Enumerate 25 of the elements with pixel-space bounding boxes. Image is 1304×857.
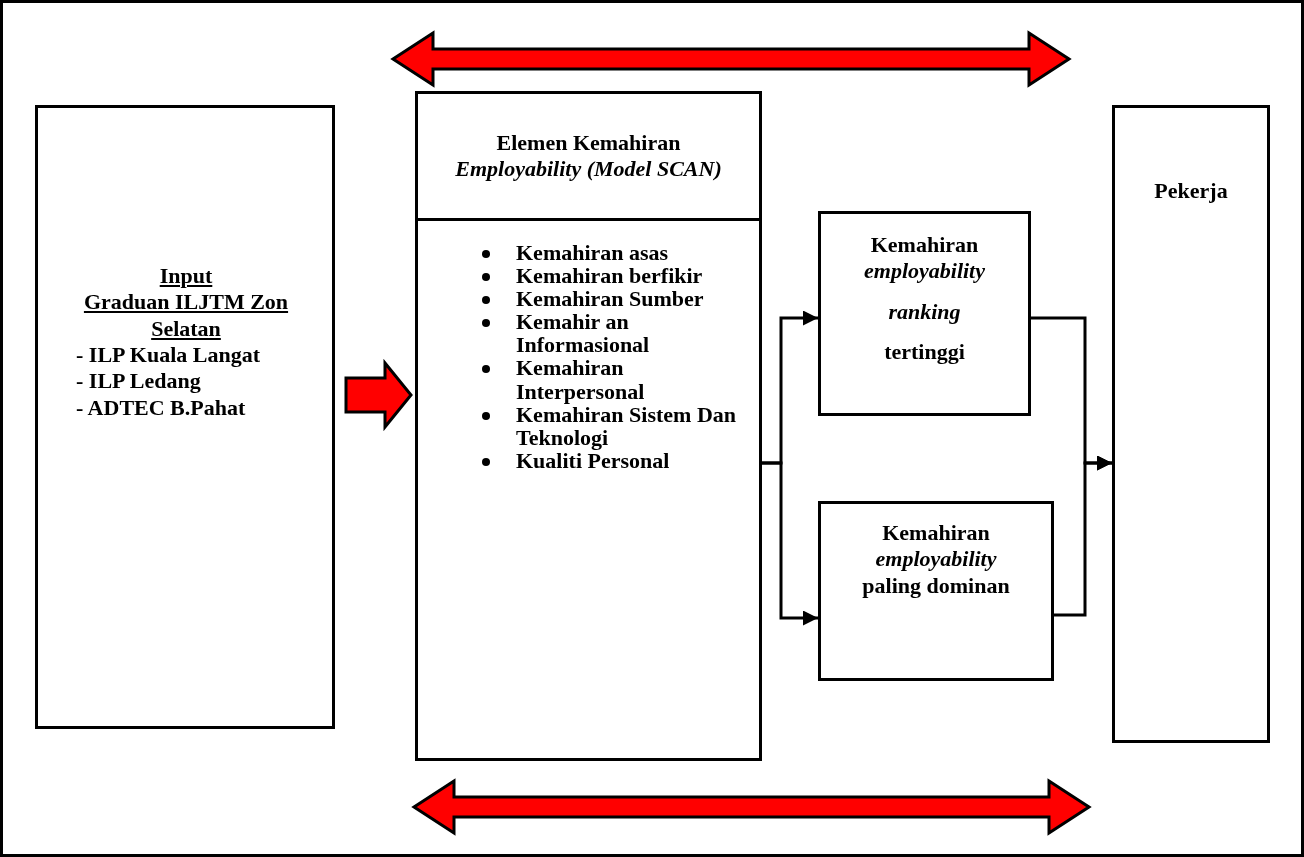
header-box [415,91,762,221]
process-box [35,105,335,729]
heading-text: Graduan ILJTM Zon Selatan [82,289,290,342]
list-box [415,218,762,761]
box-text: Elemen Kemahiran Employability (Model SCAN) [454,129,723,183]
block-arrow [344,358,413,432]
list-item: Kemahir an Informasional [516,310,651,357]
list-item: Kemahiran Interpersonal [516,356,646,403]
list-item: - ILP Ledang [75,368,202,395]
box-text: Pekerja [1154,178,1228,205]
list-item: - ADTEC B.Pahat [75,394,247,422]
list-item: Kemahiran Sumber [516,287,704,311]
arrow [1054,455,1112,617]
list-item: Kemahiran berfikir [516,264,703,288]
arrow [762,461,818,626]
list-item: Kemahiran asas [516,241,669,265]
list-item: - ILP Kuala Langat [75,342,261,369]
box-text: Kemahiran employability [863,232,986,285]
process-box [818,211,1031,416]
box-text: Kemahiran employability paling dominan [861,520,1011,600]
box-text: ranking [888,298,961,326]
process-box [818,501,1054,681]
process-box [1112,105,1270,743]
heading-text: Input [158,262,214,290]
box-text: tertinggi [884,339,965,366]
